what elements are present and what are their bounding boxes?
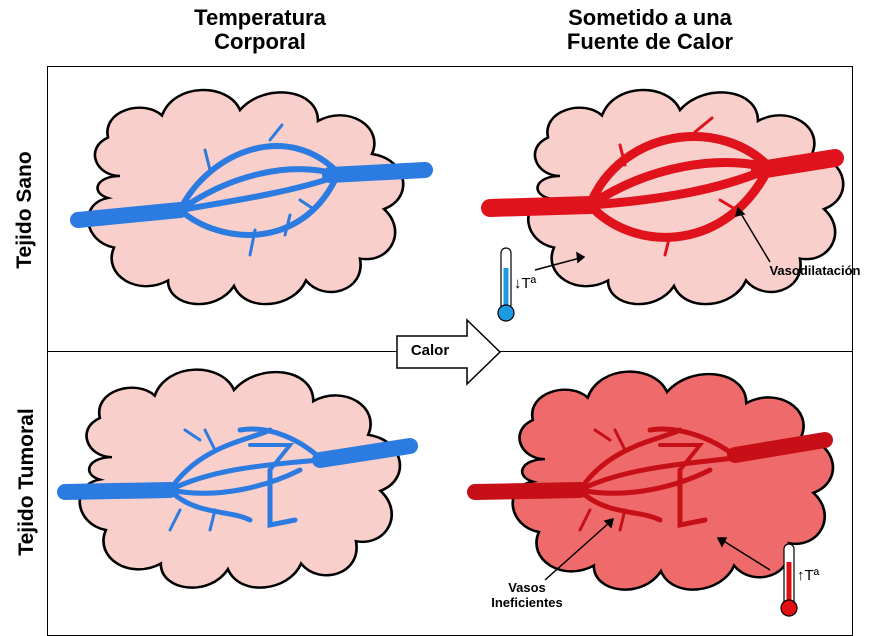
vasodilation-label: Vasodilatación xyxy=(745,263,885,278)
heat-arrow-label: Calor xyxy=(400,343,460,358)
tumor-tissue-normal xyxy=(80,370,400,588)
thermometer-hot-icon xyxy=(781,544,797,616)
temperature-up-label: ↑Tª xyxy=(797,567,819,584)
temperature-down-label: ↓Tª xyxy=(514,275,536,292)
thermometer-cold-icon xyxy=(498,248,514,321)
inefficient-vessels-label: Vasos Ineficientes xyxy=(482,580,572,610)
